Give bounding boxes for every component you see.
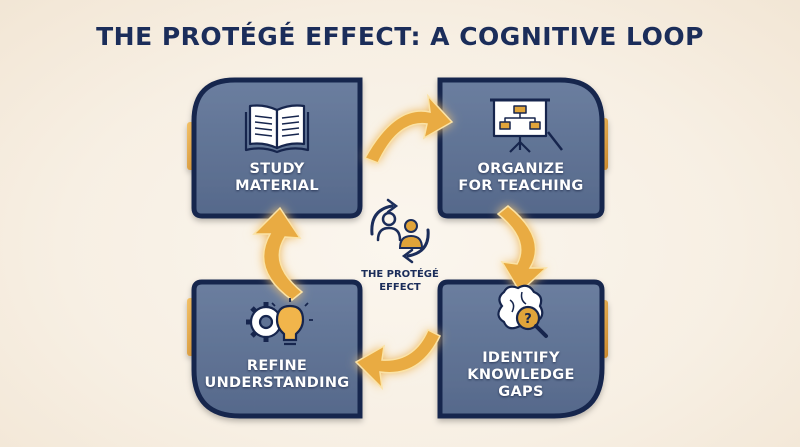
svg-text:?: ? (524, 312, 532, 327)
step-label-organize-for-teaching: ORGANIZE FOR TEACHING (446, 161, 596, 195)
card-panel (437, 279, 605, 419)
center-label-line: THE PROTÉGÉ (361, 269, 439, 280)
gear-lightbulb-icon (246, 298, 313, 346)
step-label-line: UNDERSTANDING (204, 375, 350, 391)
open-book-icon (244, 104, 310, 154)
arrow-identify-to-refine (354, 328, 441, 391)
center-label: THE PROTÉGÉ EFFECT (330, 268, 470, 294)
step-label-line: MATERIAL (235, 178, 319, 194)
step-card-study-material (187, 77, 363, 219)
card-panel (191, 279, 363, 419)
step-label-line: KNOWLEDGE (467, 367, 575, 383)
step-label-line: STUDY (249, 161, 305, 177)
center-label-line: EFFECT (379, 282, 421, 293)
step-card-identify-knowledge-gaps (437, 279, 608, 419)
brain-magnifier-icon: ? (497, 284, 548, 338)
arrow-organize-to-identify (496, 205, 548, 294)
step-card-refine-understanding (187, 279, 363, 419)
step-label-line: GAPS (498, 384, 544, 400)
people-cycle-icon (370, 198, 430, 264)
presentation-board-icon (490, 98, 563, 153)
step-label-study-material: STUDY MATERIAL (200, 161, 354, 195)
step-label-refine-understanding: REFINE UNDERSTANDING (200, 358, 354, 392)
page-title: THE PROTÉGÉ EFFECT: A COGNITIVE LOOP (96, 22, 704, 51)
step-label-line: ORGANIZE (477, 161, 565, 177)
arrow-refine-to-study (252, 206, 304, 301)
step-label-line: REFINE (246, 358, 308, 374)
arrow-study-to-organize (363, 93, 454, 164)
step-label-line: FOR TEACHING (458, 178, 584, 194)
step-label-identify-knowledge-gaps: IDENTIFY KNOWLEDGE GAPS (446, 350, 596, 401)
step-label-line: IDENTIFY (482, 350, 560, 366)
